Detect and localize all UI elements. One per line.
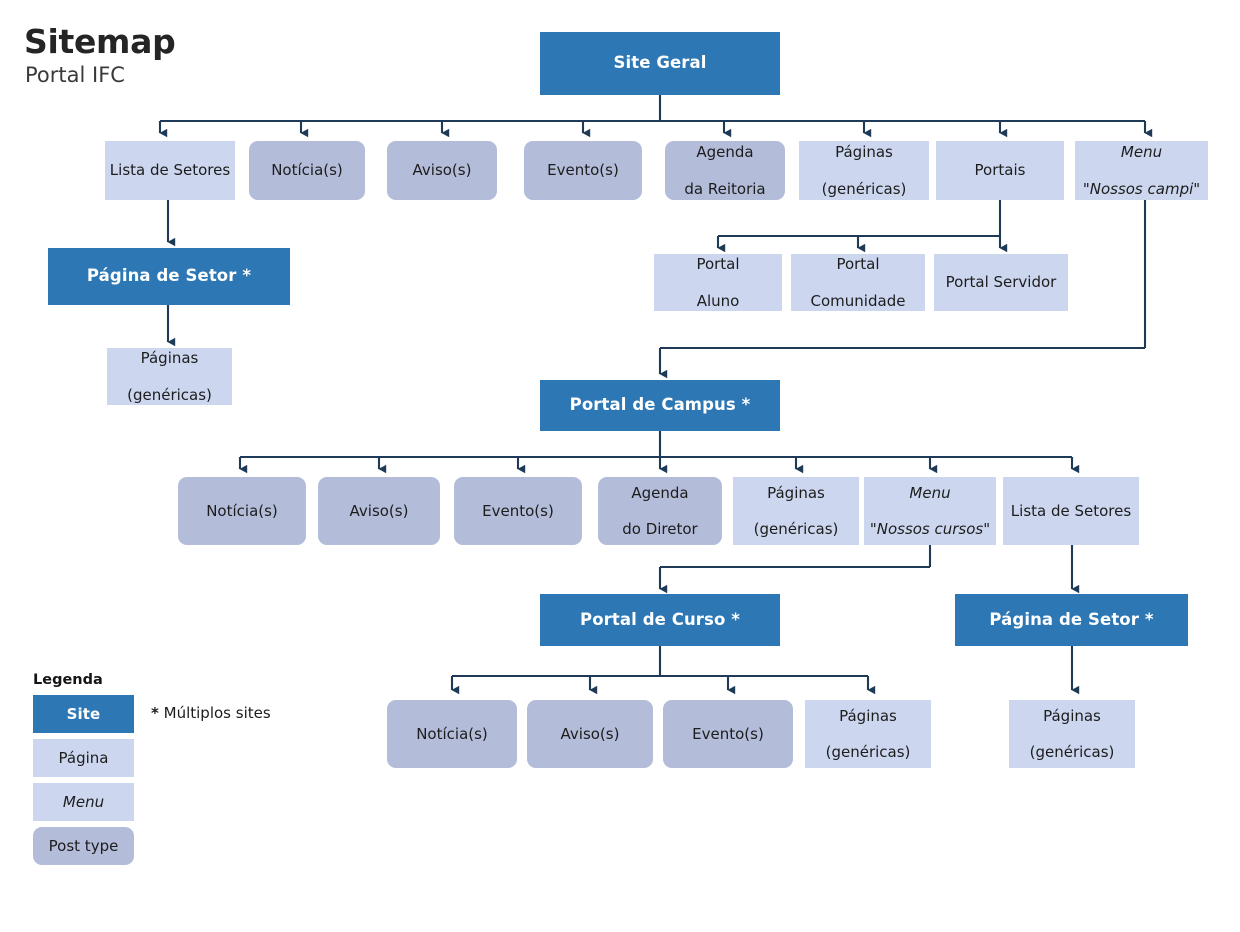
node-paginas-genericas-setor-campus-line1: Páginas (1043, 706, 1101, 725)
node-agenda-da-reitoria-line1: Agenda (696, 143, 754, 162)
node-agenda-do-diretor-line1: Agenda (631, 483, 689, 502)
node-site-geral-label: Site Geral (613, 53, 707, 73)
node-portal-comunidade[interactable]: Portal Comunidade (791, 254, 925, 311)
node-avisos-curso-label: Aviso(s) (560, 724, 620, 743)
node-noticias-campus-label: Notícia(s) (206, 501, 278, 520)
node-portal-servidor[interactable]: Portal Servidor (934, 254, 1068, 311)
node-paginas-genericas-curso[interactable]: Páginas (genéricas) (805, 700, 931, 768)
node-eventos-curso[interactable]: Evento(s) (663, 700, 793, 768)
node-noticias-geral[interactable]: Notícia(s) (249, 141, 365, 200)
legend-note-multiplos-sites: * Múltiplos sites (151, 704, 271, 722)
legend-row-post-type: Post type (33, 827, 303, 871)
node-menu-nossos-campi[interactable]: Menu "Nossos campi" (1075, 141, 1208, 200)
node-portal-comunidade-line1: Portal (836, 255, 880, 274)
node-portais-label: Portais (974, 161, 1026, 180)
node-portal-de-curso[interactable]: Portal de Curso * (540, 594, 780, 646)
node-pagina-de-setor-reitoria[interactable]: Página de Setor * (48, 248, 290, 305)
node-agenda-da-reitoria-line2: da Reitoria (684, 179, 766, 198)
node-portal-servidor-label: Portal Servidor (945, 273, 1057, 292)
legend: Legenda Site * Múltiplos sites Página Me… (33, 672, 303, 871)
node-paginas-genericas-geral[interactable]: Páginas (genéricas) (799, 141, 929, 200)
node-noticias-curso[interactable]: Notícia(s) (387, 700, 517, 768)
node-paginas-genericas-curso-line1: Páginas (839, 706, 897, 725)
legend-chip-menu-label: Menu (62, 793, 105, 811)
node-menu-nossos-cursos-line2: "Nossos cursos" (869, 520, 991, 539)
node-agenda-do-diretor-line2: do Diretor (622, 520, 698, 539)
node-agenda-do-diretor[interactable]: Agenda do Diretor (598, 477, 722, 545)
node-lista-de-setores-geral[interactable]: Lista de Setores (105, 141, 235, 200)
legend-chip-site: Site (33, 695, 134, 733)
legend-note-text: Múltiplos sites (163, 704, 271, 722)
node-paginas-genericas-curso-line2: (genéricas) (825, 743, 911, 762)
node-lista-de-setores-campus[interactable]: Lista de Setores (1003, 477, 1139, 545)
node-noticias-geral-label: Notícia(s) (271, 161, 343, 180)
node-paginas-genericas-setor-reitoria-line1: Páginas (140, 349, 199, 368)
legend-row-pagina: Página (33, 739, 303, 783)
node-portal-aluno[interactable]: Portal Aluno (654, 254, 782, 311)
node-pagina-de-setor-reitoria-label: Página de Setor * (86, 266, 252, 286)
node-eventos-geral-label: Evento(s) (547, 161, 619, 180)
node-eventos-curso-label: Evento(s) (692, 724, 764, 743)
node-paginas-genericas-campus[interactable]: Páginas (genéricas) (733, 477, 859, 545)
node-agenda-da-reitoria[interactable]: Agenda da Reitoria (665, 141, 785, 200)
node-paginas-genericas-setor-reitoria[interactable]: Páginas (genéricas) (107, 348, 232, 405)
node-menu-nossos-campi-line2: "Nossos campi" (1082, 179, 1201, 198)
node-avisos-campus-label: Aviso(s) (349, 501, 409, 520)
node-eventos-campus-label: Evento(s) (482, 501, 554, 520)
node-eventos-geral[interactable]: Evento(s) (524, 141, 642, 200)
node-lista-de-setores-geral-label: Lista de Setores (109, 161, 231, 180)
node-pagina-de-setor-campus-label: Página de Setor * (989, 609, 1154, 629)
page-title: Sitemap (24, 22, 176, 61)
node-paginas-genericas-setor-campus-line2: (genéricas) (1029, 743, 1115, 762)
node-portal-comunidade-line2: Comunidade (810, 291, 906, 310)
node-paginas-genericas-setor-campus[interactable]: Páginas (genéricas) (1009, 700, 1135, 768)
page-subtitle: Portal IFC (25, 63, 125, 87)
node-portais[interactable]: Portais (936, 141, 1064, 200)
legend-chip-pagina-label: Página (58, 749, 109, 767)
node-lista-de-setores-campus-label: Lista de Setores (1010, 501, 1132, 520)
node-avisos-curso[interactable]: Aviso(s) (527, 700, 653, 768)
node-paginas-genericas-geral-line2: (genéricas) (821, 179, 907, 198)
node-paginas-genericas-campus-line2: (genéricas) (753, 520, 839, 539)
legend-chip-post-type-label: Post type (48, 837, 119, 855)
node-avisos-campus[interactable]: Aviso(s) (318, 477, 440, 545)
node-paginas-genericas-campus-line1: Páginas (767, 483, 825, 502)
node-portal-aluno-line2: Aluno (696, 291, 740, 310)
node-menu-nossos-campi-line1: Menu (1120, 143, 1163, 162)
node-site-geral[interactable]: Site Geral (540, 32, 780, 95)
node-pagina-de-setor-campus[interactable]: Página de Setor * (955, 594, 1188, 646)
node-portal-aluno-line1: Portal (696, 255, 740, 274)
legend-row-menu: Menu (33, 783, 303, 827)
legend-chip-post-type: Post type (33, 827, 134, 865)
node-menu-nossos-cursos[interactable]: Menu "Nossos cursos" (864, 477, 996, 545)
node-paginas-genericas-setor-reitoria-line2: (genéricas) (127, 385, 212, 404)
node-portal-de-campus-label: Portal de Campus * (569, 395, 751, 415)
node-portal-de-campus[interactable]: Portal de Campus * (540, 380, 780, 431)
node-portal-de-curso-label: Portal de Curso * (580, 609, 740, 629)
node-avisos-geral-label: Aviso(s) (412, 161, 472, 180)
legend-title: Legenda (33, 672, 103, 688)
node-noticias-curso-label: Notícia(s) (416, 724, 488, 743)
node-paginas-genericas-geral-line1: Páginas (835, 143, 893, 162)
legend-row-site: Site * Múltiplos sites (33, 695, 303, 739)
legend-chip-site-label: Site (66, 705, 101, 723)
node-menu-nossos-cursos-line1: Menu (909, 483, 951, 502)
node-noticias-campus[interactable]: Notícia(s) (178, 477, 306, 545)
legend-chip-menu: Menu (33, 783, 134, 821)
node-avisos-geral[interactable]: Aviso(s) (387, 141, 497, 200)
node-eventos-campus[interactable]: Evento(s) (454, 477, 582, 545)
legend-chip-pagina: Página (33, 739, 134, 777)
legend-note-asterisk: * (151, 704, 159, 722)
